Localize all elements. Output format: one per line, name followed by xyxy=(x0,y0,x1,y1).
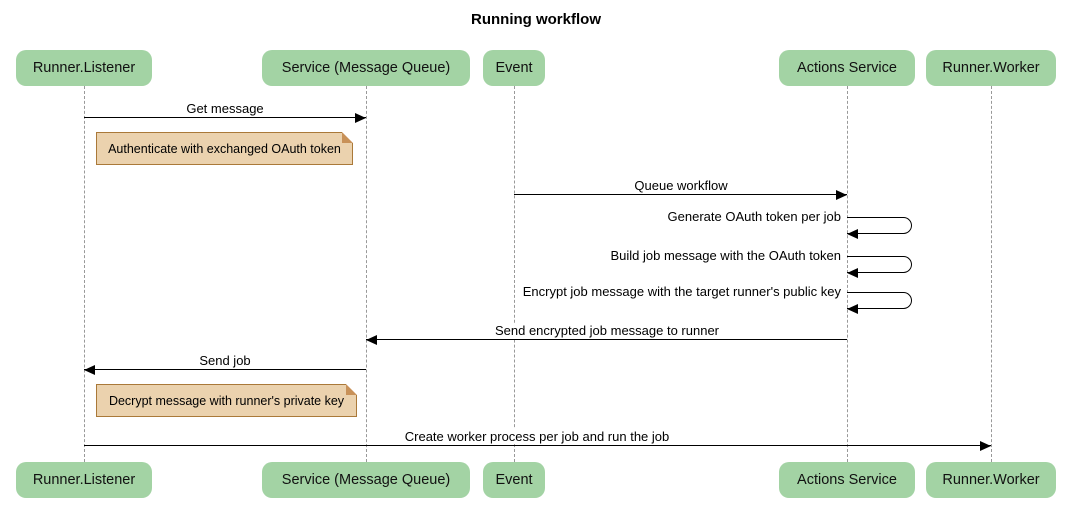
participant-top-runner-worker: Runner.Worker xyxy=(926,50,1056,86)
arrowhead-left-icon xyxy=(847,268,858,278)
note-decrypt-private-key: Decrypt message with runner's private ke… xyxy=(96,384,357,417)
message-label-send-job: Send job xyxy=(196,353,254,368)
self-message-loop xyxy=(847,292,912,314)
participant-bottom-actions-service: Actions Service xyxy=(779,462,915,498)
participant-top-runner-listener: Runner.Listener xyxy=(16,50,152,86)
note-authenticate-oauth: Authenticate with exchanged OAuth token xyxy=(96,132,353,165)
message-label-get-message: Get message xyxy=(183,101,267,116)
self-message-loop xyxy=(847,217,912,239)
arrowhead-left-icon xyxy=(847,229,858,239)
participant-top-event: Event xyxy=(483,50,545,86)
self-message-label-build-job-message: Build job message with the OAuth token xyxy=(608,248,843,263)
message-label-send-encrypted: Send encrypted job message to runner xyxy=(491,323,723,338)
arrowhead-left-icon xyxy=(84,365,95,375)
diagram-title: Running workflow xyxy=(471,11,601,28)
lifeline-runner-worker xyxy=(991,86,992,462)
participant-top-actions-service: Actions Service xyxy=(779,50,915,86)
self-message-label-generate-token: Generate OAuth token per job xyxy=(665,209,843,224)
participant-bottom-event: Event xyxy=(483,462,545,498)
message-line-create-worker xyxy=(84,445,991,446)
arrowhead-right-icon xyxy=(836,190,847,200)
message-line-send-encrypted xyxy=(366,339,847,340)
lifeline-runner-listener xyxy=(84,86,85,462)
arrowhead-right-icon xyxy=(355,113,366,123)
arrowhead-right-icon xyxy=(980,441,991,451)
message-line-queue-workflow xyxy=(514,194,847,195)
lifeline-event xyxy=(514,86,515,462)
participant-bottom-runner-listener: Runner.Listener xyxy=(16,462,152,498)
self-message-label-encrypt-job-message: Encrypt job message with the target runn… xyxy=(520,284,843,299)
participant-bottom-service-mq: Service (Message Queue) xyxy=(262,462,470,498)
message-label-queue-workflow: Queue workflow xyxy=(631,178,731,193)
message-label-create-worker: Create worker process per job and run th… xyxy=(401,429,673,444)
message-line-get-message xyxy=(84,117,366,118)
arrowhead-left-icon xyxy=(847,304,858,314)
message-line-send-job xyxy=(84,369,366,370)
participant-top-service-mq: Service (Message Queue) xyxy=(262,50,470,86)
self-message-loop xyxy=(847,256,912,278)
lifeline-service-mq xyxy=(366,86,367,462)
arrowhead-left-icon xyxy=(366,335,377,345)
participant-bottom-runner-worker: Runner.Worker xyxy=(926,462,1056,498)
